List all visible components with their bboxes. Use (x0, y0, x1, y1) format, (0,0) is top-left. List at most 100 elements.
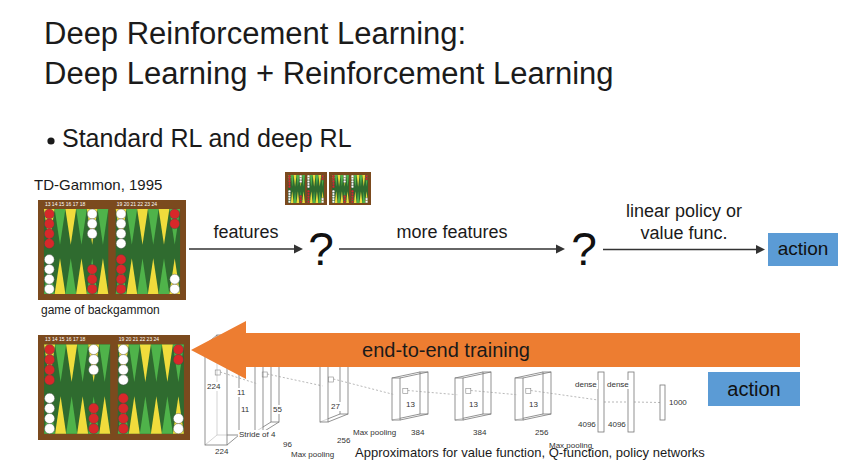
layer-back (420, 372, 428, 414)
kernel-line (471, 391, 518, 395)
board-point (360, 175, 363, 187)
network-annotation: 1000 (668, 398, 688, 407)
board-point (98, 209, 109, 245)
checker (87, 264, 97, 274)
checker (332, 175, 335, 178)
training-arrow (191, 321, 800, 379)
board-caption: game of backgammon (41, 303, 160, 317)
checker (332, 200, 335, 203)
figure-caption: Approximators for value function, Q-func… (355, 445, 705, 461)
kernel (403, 389, 408, 394)
board-point (288, 191, 291, 203)
arrow-head (556, 245, 565, 254)
checker (89, 365, 99, 375)
checker (118, 413, 128, 423)
board-frame (329, 172, 371, 205)
board-point (76, 258, 87, 294)
checker (307, 198, 310, 201)
arrow-label: linear policy or value func. (619, 201, 749, 244)
arrow-label: end-to-end training (362, 338, 530, 362)
flow-arrow (189, 245, 303, 254)
checker (44, 255, 54, 265)
arrow-line (189, 248, 295, 249)
board-point (77, 396, 88, 433)
board-point (55, 396, 66, 433)
layer-edge (523, 372, 551, 378)
checker (116, 219, 126, 229)
dense-link (634, 402, 660, 404)
checker (170, 209, 180, 219)
action-box: action (768, 233, 838, 266)
board-point (137, 258, 148, 294)
layer-back (483, 372, 491, 414)
network-annotation: 4096 (607, 420, 627, 429)
board-point (362, 175, 365, 187)
checker (44, 274, 54, 284)
checker (321, 198, 324, 201)
arrow-line (603, 249, 757, 250)
kernel (526, 389, 531, 394)
checker (343, 180, 346, 183)
checker (288, 175, 291, 178)
board-point (99, 344, 110, 381)
board-point (159, 258, 170, 294)
checker (288, 185, 291, 188)
board-point (340, 191, 343, 203)
checker (89, 403, 99, 413)
checker (365, 178, 368, 181)
arrow-label: features (213, 222, 278, 244)
board-point (310, 191, 313, 203)
board-point (296, 175, 299, 187)
board-point (302, 191, 305, 203)
arrow-head (294, 245, 303, 254)
board-half (288, 175, 305, 203)
bullet-text: Standard RL and deep RL (62, 124, 352, 153)
checker (116, 274, 126, 284)
board-point (343, 191, 346, 203)
checker (321, 200, 324, 203)
board-point (313, 191, 316, 203)
checker (87, 209, 97, 219)
checker (351, 180, 354, 183)
checker (173, 413, 183, 423)
network-annotation: 11 (240, 405, 250, 414)
checker (351, 195, 354, 198)
question-mark: ? (571, 226, 597, 272)
network-annotation: dense (606, 380, 630, 389)
checker (351, 200, 354, 203)
arrow-line (339, 248, 557, 249)
board-point (346, 175, 349, 187)
checker (45, 365, 55, 375)
checker (118, 403, 128, 413)
dense-layer (598, 372, 604, 432)
board-point (338, 191, 341, 203)
checker (365, 175, 368, 178)
point-numbers: 13 14 15 16 17 18 (45, 337, 85, 342)
network-annotation: 224 (214, 447, 229, 456)
board-point (291, 175, 294, 187)
board-point (346, 191, 349, 203)
checker (299, 198, 302, 201)
checker (116, 255, 126, 265)
checker (45, 375, 55, 385)
board-point (173, 344, 184, 381)
checker (87, 284, 97, 294)
kernel-line (267, 374, 323, 386)
board-point (316, 191, 319, 203)
board-point (360, 191, 363, 203)
checker (332, 183, 335, 186)
board-point (66, 396, 77, 433)
arrow-label: more features (396, 222, 507, 244)
network-annotation: 96 (282, 440, 293, 449)
network-annotation: 4096 (577, 420, 597, 429)
kernel-line (333, 379, 395, 395)
checker (288, 180, 291, 183)
backgammon-board (38, 335, 190, 440)
board-point (88, 344, 99, 381)
checker (365, 198, 368, 201)
layer-front (392, 378, 400, 420)
board-point (129, 396, 140, 433)
checker (307, 200, 310, 203)
board-point (76, 209, 87, 245)
